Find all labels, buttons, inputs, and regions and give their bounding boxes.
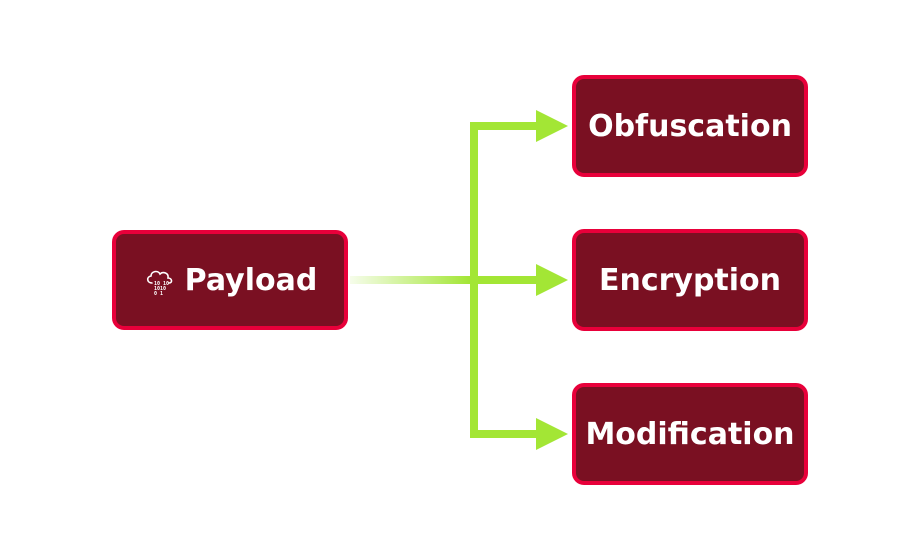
obfuscation-label: Obfuscation — [588, 108, 792, 144]
cloud-binary-icon: 10 10 1010 0 1 — [143, 265, 177, 295]
payload-label: Payload — [184, 262, 318, 298]
obfuscation-node[interactable]: Obfuscation — [572, 75, 808, 177]
arrowhead-encryption — [536, 264, 568, 296]
arrowhead-obfuscation — [536, 110, 568, 142]
modification-node[interactable]: Modification — [572, 383, 808, 485]
svg-text:10 10: 10 10 — [154, 281, 169, 287]
modification-label: Modification — [585, 416, 795, 452]
encryption-label: Encryption — [598, 262, 782, 298]
payload-node[interactable]: 10 10 1010 0 1 Payload — [112, 230, 348, 330]
svg-text:0 1: 0 1 — [154, 291, 163, 295]
encryption-node[interactable]: Encryption — [572, 229, 808, 331]
svg-text:1010: 1010 — [154, 286, 166, 292]
arrowhead-modification — [536, 418, 568, 450]
